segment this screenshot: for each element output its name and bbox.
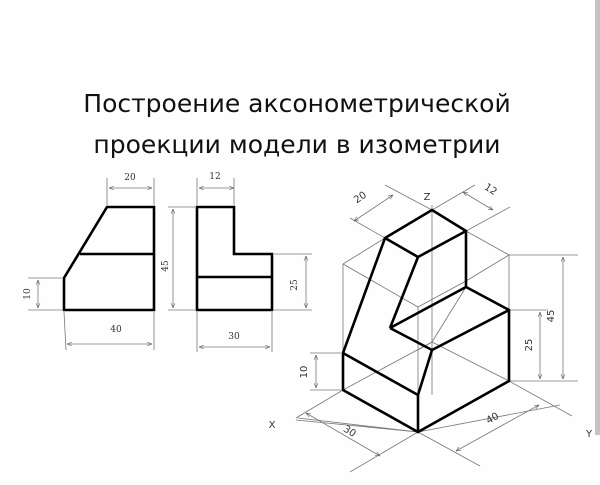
side-view-outline: [195, 205, 274, 312]
side-dim-12: 12: [209, 172, 220, 182]
front-dim-40: 40: [110, 325, 122, 335]
front-view-outline: [62, 205, 156, 312]
side-dim-30: 30: [228, 332, 240, 342]
title-line-2: проекции модели в изометрии: [93, 130, 501, 159]
isometric-outline: [341, 208, 511, 434]
front-dim-20: 20: [124, 173, 136, 183]
axis-z-label: Z: [424, 192, 431, 203]
front-view: 20 10 40 45: [23, 173, 171, 351]
iso-dim-30: 30: [341, 424, 358, 440]
title-line-1: Построение аксонометрической: [83, 89, 511, 118]
iso-dim-25: 25: [524, 339, 535, 352]
front-dim-45: 45: [161, 260, 171, 272]
iso-dim-12: 12: [482, 182, 499, 198]
isometric-view: Z X Y 20 12 10 25 45 30 40: [269, 182, 593, 473]
side-view: 12 25 30: [168, 172, 312, 352]
axis-y-label: Y: [585, 429, 593, 440]
front-dim-10: 10: [23, 288, 33, 300]
iso-dim-40: 40: [484, 411, 501, 427]
side-dim-25: 25: [290, 279, 300, 291]
iso-dim-45: 45: [546, 310, 557, 323]
axis-x-label: X: [269, 420, 276, 431]
construction-lines: [295, 184, 578, 473]
iso-dim-10: 10: [299, 366, 310, 379]
iso-dim-20: 20: [352, 190, 369, 206]
vertical-scrollbar[interactable]: [595, 0, 600, 435]
